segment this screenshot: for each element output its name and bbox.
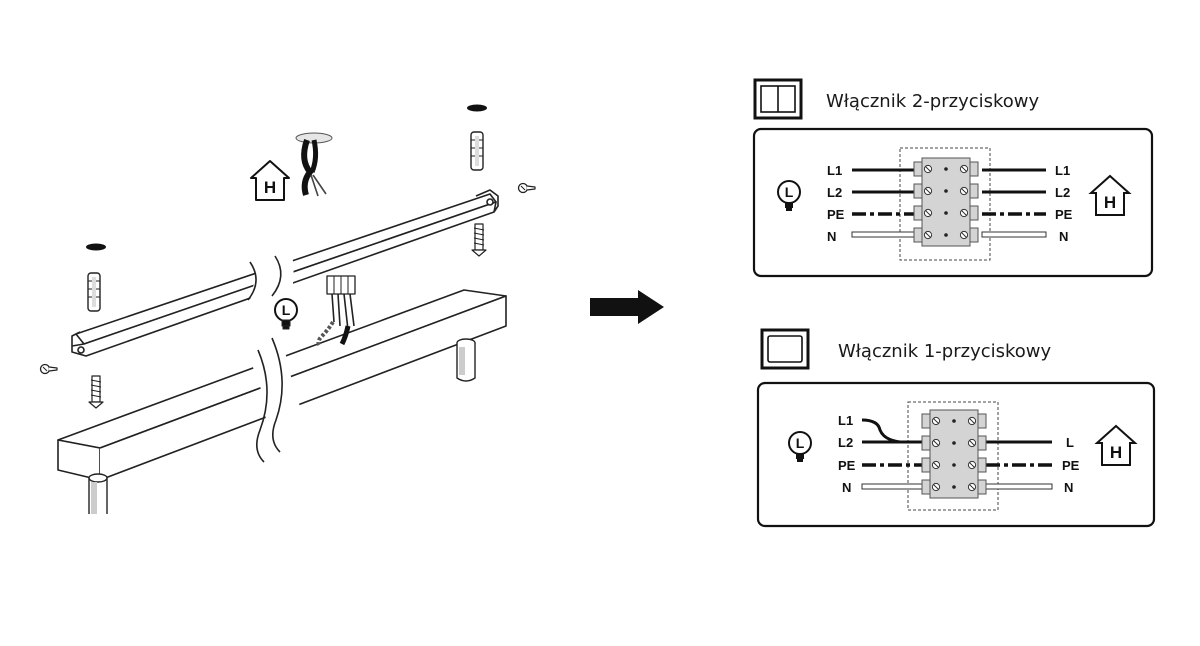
- assembly-drawing: H: [39, 104, 536, 514]
- ceiling-hole-left: [86, 243, 106, 251]
- switch-one-right-label-l: L: [1066, 435, 1074, 450]
- switch-two-section: Włącznik 2-przyciskowy L H L1 L2 PE N L1…: [752, 78, 1154, 278]
- house-letter: H: [264, 178, 276, 197]
- screw-left: [88, 375, 104, 409]
- switch-two-title: Włącznik 2-przyciskowy: [826, 91, 1040, 112]
- single-switch-icon: [760, 328, 810, 370]
- switch-one-left-label-n: N: [842, 480, 851, 495]
- switch-one-right-label-n: N: [1064, 480, 1073, 495]
- switch-one-junction-box: [907, 401, 999, 511]
- switch-one-house-letter: H: [1110, 443, 1122, 462]
- pendant-tube-right: [456, 338, 476, 382]
- switch-two-right-label-l2: L2: [1055, 185, 1070, 200]
- terminal-connector: [316, 275, 356, 348]
- ceiling-hole-right: [467, 104, 487, 112]
- switch-one-lamp-letter: L: [796, 435, 805, 451]
- double-switch-icon: [753, 78, 803, 120]
- switch-two-terminal-block: [914, 158, 978, 246]
- switch-one-terminal-block: [922, 410, 986, 498]
- switch-two-left-label-l2: L2: [827, 185, 842, 200]
- switch-one-left-label-l1: L1: [838, 413, 853, 428]
- switch-two-left-label-n: N: [827, 229, 836, 244]
- switch-one-wires: [861, 418, 1053, 490]
- switch-two-lamp-letter: L: [785, 184, 794, 200]
- break-marks: [245, 220, 303, 470]
- switch-one-section: Włącznik 1-przyciskowy L H L1 L2 PE N L …: [756, 328, 1156, 528]
- switch-two-left-label-l1: L1: [827, 163, 842, 178]
- small-screw-left-icon: [39, 363, 58, 375]
- switch-one-title: Włącznik 1-przyciskowy: [838, 341, 1052, 362]
- pendant-tube-left: [88, 473, 108, 514]
- ceiling-cable-icon: [301, 139, 327, 197]
- switch-two-left-label-pe: PE: [827, 207, 845, 222]
- switch-one-left-label-l2: L2: [838, 435, 853, 450]
- switch-two-right-label-n: N: [1059, 229, 1068, 244]
- screw-right: [471, 223, 487, 257]
- switch-one-right-label-pe: PE: [1062, 458, 1080, 473]
- switch-two-junction-box: [899, 147, 991, 261]
- switch-two-right-label-pe: PE: [1055, 207, 1073, 222]
- dowel-right: [470, 131, 484, 171]
- switch-one-left-label-pe: PE: [838, 458, 856, 473]
- small-screw-right-icon: [517, 182, 536, 194]
- switch-two-right-label-l1: L1: [1055, 163, 1070, 178]
- arrow-right-icon: [590, 290, 664, 324]
- switch-two-wires: [851, 168, 1047, 238]
- dowel-left: [87, 272, 101, 312]
- lamp-letter: L: [282, 302, 291, 318]
- switch-two-house-letter: H: [1104, 193, 1116, 212]
